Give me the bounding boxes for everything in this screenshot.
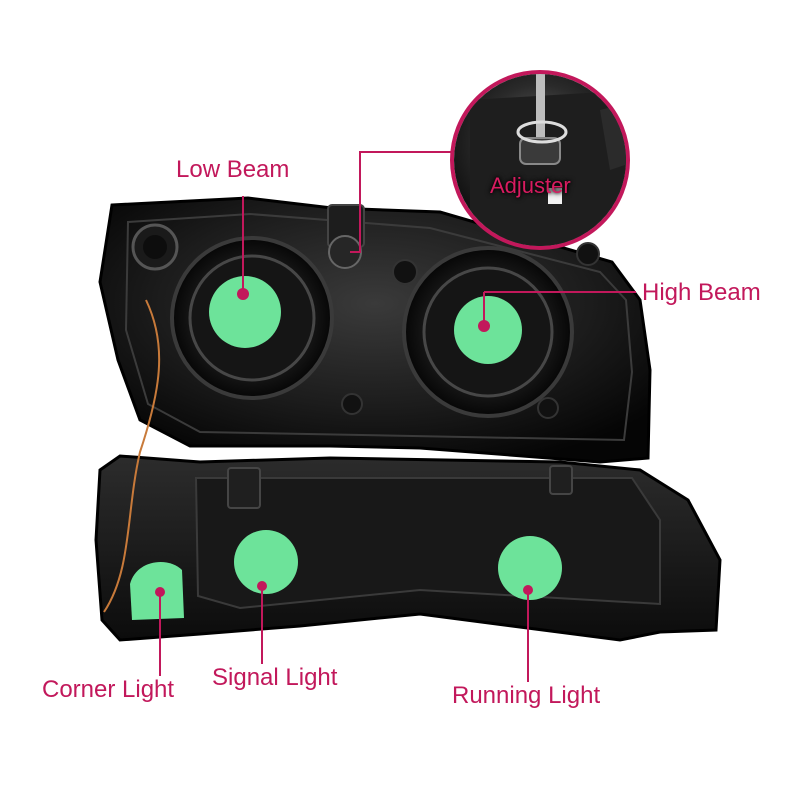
low-beam-bulb bbox=[209, 276, 281, 348]
signal-light-bulb bbox=[234, 530, 298, 594]
low-beam-reflector bbox=[170, 236, 334, 400]
signal-light-label: Signal Light bbox=[212, 664, 338, 691]
high-beam-label: High Beam bbox=[642, 279, 761, 306]
leader-lines bbox=[159, 151, 636, 682]
adjuster-inset bbox=[450, 70, 630, 250]
adjuster-label: Adjuster bbox=[490, 173, 571, 198]
running-light-label: Running Light bbox=[452, 682, 601, 709]
lower-housing bbox=[94, 454, 722, 642]
running-light-bulb bbox=[498, 536, 562, 600]
high-beam-reflector bbox=[402, 246, 574, 418]
wire bbox=[103, 299, 161, 613]
corner-light-label: Corner Light bbox=[42, 676, 175, 703]
low-beam-label: Low Beam bbox=[176, 156, 290, 183]
